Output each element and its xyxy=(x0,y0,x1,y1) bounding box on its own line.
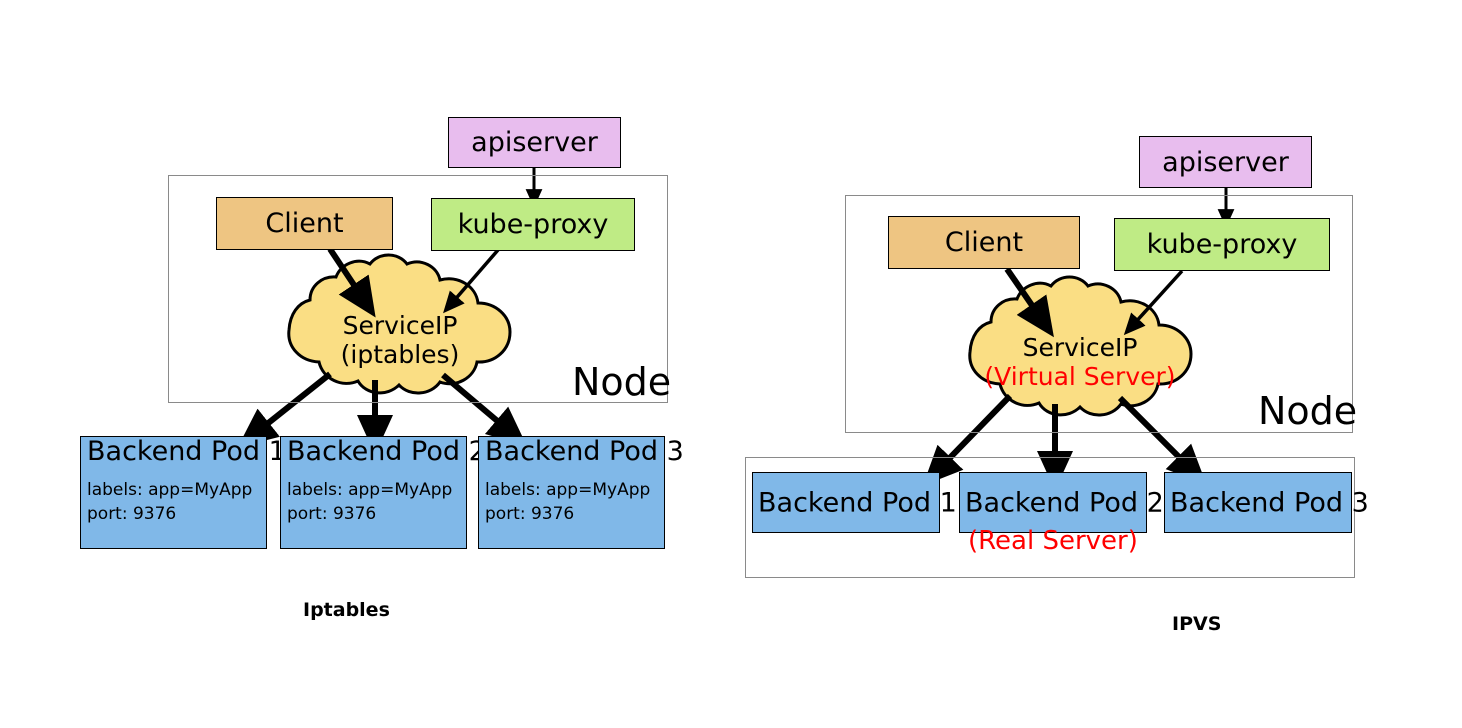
pod-title: Backend Pod 3 xyxy=(485,436,684,467)
arrow-client-to-service-right xyxy=(1004,267,1054,338)
apiserver-box-iptables[interactable]: apiserver xyxy=(448,117,621,168)
kube-proxy-box-ipvs[interactable]: kube-proxy xyxy=(1114,218,1330,271)
caption-iptables: Iptables xyxy=(303,599,390,621)
arrow-service-to-pod1-left xyxy=(237,371,332,448)
pod-port: port: 9376 xyxy=(485,504,575,524)
real-server-frame xyxy=(745,457,1355,578)
kube-proxy-box-iptables[interactable]: kube-proxy xyxy=(431,198,635,251)
backend-pod-1-iptables[interactable]: Backend Pod 1 labels: app=MyApp port: 93… xyxy=(80,436,286,549)
arrow-kubeproxy-to-service-right xyxy=(1123,269,1184,336)
pod-labels: labels: app=MyApp xyxy=(87,480,253,500)
pod-labels: labels: app=MyApp xyxy=(287,480,453,500)
client-box-ipvs[interactable]: Client xyxy=(888,216,1080,269)
backend-pod-3-iptables[interactable]: Backend Pod 3 labels: app=MyApp port: 93… xyxy=(478,436,684,549)
backend-pod-1-ipvs[interactable]: Backend Pod 1 xyxy=(752,472,957,533)
kube-proxy-label: kube-proxy xyxy=(457,209,609,240)
node-frame-iptables xyxy=(168,175,668,403)
backend-pod-3-ipvs[interactable]: Backend Pod 3 xyxy=(1164,472,1369,533)
client-box-iptables[interactable]: Client xyxy=(216,197,393,250)
kube-proxy-label: kube-proxy xyxy=(1146,229,1298,260)
pod-port: port: 9376 xyxy=(87,504,177,524)
apiserver-box-ipvs[interactable]: apiserver xyxy=(1139,136,1312,188)
pod-title: Backend Pod 2 xyxy=(287,436,486,467)
apiserver-label: apiserver xyxy=(471,127,598,158)
backend-pod-2-ipvs[interactable]: Backend Pod 2 xyxy=(959,472,1164,533)
pod-port: port: 9376 xyxy=(287,504,377,524)
client-label: Client xyxy=(265,208,344,239)
node-label-ipvs: Node xyxy=(1258,389,1358,433)
pod-title: Backend Pod 1 xyxy=(758,487,957,518)
client-label: Client xyxy=(944,227,1024,258)
pod-title: Backend Pod 3 xyxy=(1170,487,1369,518)
arrow-client-to-service-left xyxy=(327,247,376,318)
arrow-kubeproxy-to-service-left xyxy=(443,248,500,314)
apiserver-label: apiserver xyxy=(1162,146,1289,178)
node-label-iptables: Node xyxy=(572,360,672,404)
pod-title: Backend Pod 2 xyxy=(965,487,1164,518)
backend-pod-2-iptables[interactable]: Backend Pod 2 labels: app=MyApp port: 93… xyxy=(280,436,486,549)
caption-ipvs: IPVS xyxy=(1172,613,1222,635)
pod-labels: labels: app=MyApp xyxy=(485,480,651,500)
node-frame-ipvs xyxy=(845,195,1353,433)
pod-title: Backend Pod 1 xyxy=(87,436,286,467)
real-server-label: (Real Server) xyxy=(968,526,1138,556)
